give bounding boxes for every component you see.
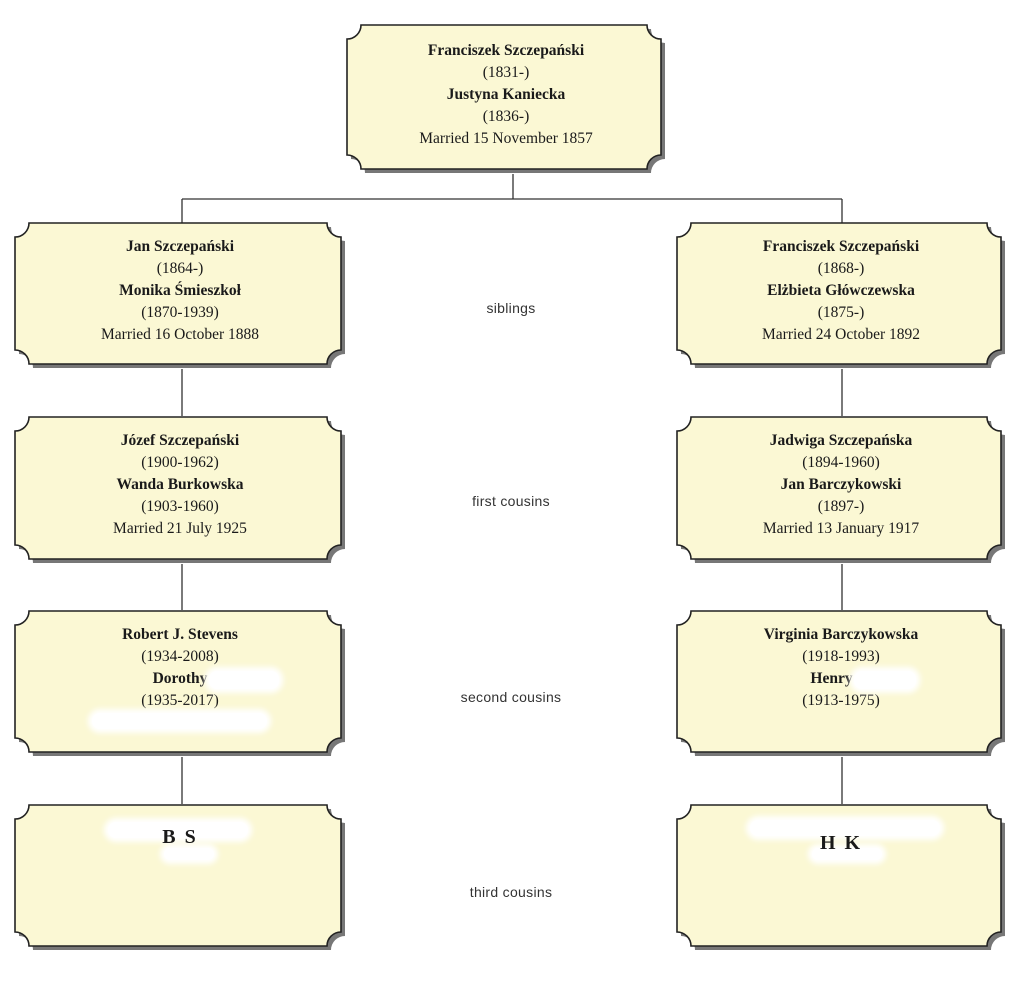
spouse-name: Dorothy <box>152 670 208 687</box>
person-name: Franciszek Szczepański <box>762 238 920 255</box>
box-frame <box>14 804 345 950</box>
box-border <box>346 24 662 170</box>
marriage-date: Married 15 November 1857 <box>419 130 593 147</box>
person-years: (1934-2008) <box>141 648 219 665</box>
box-content: Robert J. Stevens (1934-2008) Dorothy (1… <box>14 624 346 712</box>
person-initials: B S <box>162 826 198 848</box>
spouse-name: Elżbieta Główczewska <box>767 282 915 299</box>
family-box-left-gen1: Jan Szczepański (1864-) Monika Śmieszkoł… <box>14 222 346 369</box>
spouse-years: (1870-1939) <box>141 304 219 321</box>
spouse-years: (1875-) <box>817 304 865 321</box>
person-years: (1894-1960) <box>802 454 880 471</box>
person-years: (1900-1962) <box>141 454 219 471</box>
person-name: Franciszek Szczepański <box>427 42 585 59</box>
family-box-left-gen2: Józef Szczepański (1900-1962) Wanda Burk… <box>14 416 346 564</box>
relation-label-third-cousins: third cousins <box>469 884 553 900</box>
box-frame <box>676 610 1005 756</box>
family-box-right-gen1: Franciszek Szczepański (1868-) Elżbieta … <box>676 222 1006 369</box>
spouse-years: (1897-) <box>817 498 865 515</box>
marriage-date: Married 24 October 1892 <box>762 326 920 343</box>
box-border <box>676 416 1002 560</box>
spouse-name: Jan Barczykowski <box>780 476 902 493</box>
family-box-right-gen4: H K <box>676 804 1006 951</box>
marriage-date: Married 21 July 1925 <box>113 520 247 537</box>
box-content: B S <box>14 826 346 848</box>
relation-label-siblings: siblings <box>486 300 536 316</box>
relation-label-first-cousins: first cousins <box>472 493 550 509</box>
person-name: Józef Szczepański <box>120 432 240 449</box>
spouse-name: Justyna Kaniecka <box>446 86 566 103</box>
redacted-name-line2 <box>812 848 882 860</box>
redacted-surname <box>209 671 279 689</box>
box-content: Jadwiga Szczepańska (1894-1960) Jan Barc… <box>676 430 1006 540</box>
family-box-right-gen3: Virginia Barczykowska (1918-1993) Henry … <box>676 610 1006 757</box>
box-content: H K <box>676 832 1006 854</box>
box-content: Józef Szczepański (1900-1962) Wanda Burk… <box>14 430 346 540</box>
box-border <box>676 804 1002 947</box>
box-border <box>14 222 342 365</box>
marriage-date: Married 13 January 1917 <box>762 520 920 537</box>
spouse-years: (1913-1975) <box>802 692 880 709</box>
box-frame <box>14 416 345 563</box>
family-box-left-gen3: Robert J. Stevens (1934-2008) Dorothy (1… <box>14 610 346 757</box>
relation-label-second-cousins: second cousins <box>460 689 562 705</box>
box-content: Virginia Barczykowska (1918-1993) Henry … <box>676 624 1006 712</box>
spouse-name: Monika Śmieszkoł <box>119 282 241 299</box>
marriage-date: Married 16 October 1888 <box>101 326 259 343</box>
family-box-left-gen4: B S <box>14 804 346 951</box>
spouse-name: Henry C. <box>810 670 872 687</box>
person-initials: H K <box>819 832 863 854</box>
box-border <box>676 610 1002 753</box>
spouse-years: (1935-2017) <box>141 692 219 709</box>
person-name: Jan Szczepański <box>125 238 235 255</box>
person-years: (1864-) <box>156 260 204 277</box>
box-border <box>14 416 342 560</box>
box-frame <box>676 804 1005 950</box>
family-box-root: Franciszek Szczepański (1831-) Justyna K… <box>346 24 666 174</box>
redacted-name-line2 <box>164 848 214 860</box>
box-frame <box>676 222 1005 368</box>
box-border <box>676 222 1002 365</box>
redacted-marriage <box>92 713 267 729</box>
box-content: Franciszek Szczepański (1868-) Elżbieta … <box>676 236 1006 346</box>
box-frame <box>14 222 345 368</box>
spouse-name: Wanda Burkowska <box>116 476 244 493</box>
redacted-name <box>750 820 940 836</box>
box-content: Franciszek Szczepański (1831-) Justyna K… <box>346 40 666 150</box>
box-content: Jan Szczepański (1864-) Monika Śmieszkoł… <box>14 236 346 346</box>
family-box-right-gen2: Jadwiga Szczepańska (1894-1960) Jan Barc… <box>676 416 1006 564</box>
spouse-years: (1836-) <box>482 108 530 125</box>
box-border <box>14 804 342 947</box>
person-name: Virginia Barczykowska <box>763 626 919 643</box>
box-frame <box>676 416 1005 563</box>
person-years: (1918-1993) <box>802 648 880 665</box>
person-years: (1831-) <box>482 64 530 81</box>
redacted-surname <box>854 671 916 689</box>
box-frame <box>346 24 665 173</box>
person-name: Robert J. Stevens <box>122 626 238 643</box>
spouse-years: (1903-1960) <box>141 498 219 515</box>
person-years: (1868-) <box>817 260 865 277</box>
redacted-name <box>108 822 248 838</box>
person-name: Jadwiga Szczepańska <box>769 432 913 449</box>
